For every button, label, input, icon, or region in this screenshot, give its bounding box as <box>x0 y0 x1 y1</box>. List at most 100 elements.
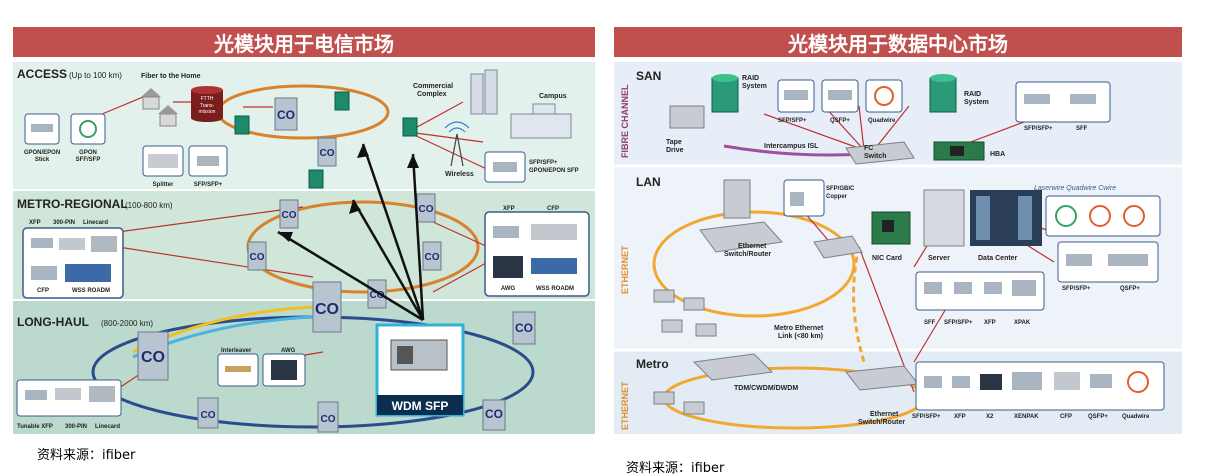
co-label: CO <box>277 108 295 122</box>
lan-server-tower <box>723 179 751 219</box>
metro-xfp-label: XFP <box>954 414 966 420</box>
datacenter-source: 资料来源：ifiber <box>626 461 725 476</box>
tape-label-1: Tape <box>666 139 682 146</box>
gpon-epon-stick-box <box>24 113 60 145</box>
fiber-home-label: Fiber to the Home <box>141 73 201 80</box>
co-label: CO <box>419 204 434 215</box>
san-right-sfp-label: SFP/SFP+ <box>1024 126 1053 132</box>
co-label: CO <box>250 252 265 263</box>
co-label: CO <box>320 148 335 159</box>
san-heading: SAN <box>636 69 661 83</box>
sfp-gbic-label-1: SFP/GBIC <box>826 186 855 192</box>
raid-right-label-2: System <box>964 99 989 106</box>
access-range: (Up to 100 km) <box>69 71 122 80</box>
fc-label-1: FC <box>864 145 873 152</box>
co-label: CO <box>141 349 165 366</box>
lan-xpak-label: XPAK <box>1014 320 1031 326</box>
lan-heading: LAN <box>636 175 661 189</box>
datacenter-banner: 光模块用于数据中心市场 <box>614 27 1182 57</box>
metro-wss-label: WSS ROADM <box>72 288 110 294</box>
access-sfp-label: SFP/SFP+ <box>194 182 223 188</box>
access-heading: ACCESS <box>17 67 67 81</box>
tape-label-2: Drive <box>666 147 684 154</box>
telecom-diagram: ACCESS (Up to 100 km) METRO-REGIONAL (10… <box>13 62 595 434</box>
san-quadwire-label: Quadwire <box>868 118 896 124</box>
metro-quadwire-label: Quadwire <box>1122 414 1150 420</box>
ftth-cylinder <box>191 86 223 122</box>
metro-right-modules-box <box>484 211 590 297</box>
lan-sff-label: SFF <box>924 320 936 326</box>
co-label: CO <box>515 321 533 335</box>
fc-label-2: Switch <box>864 153 887 160</box>
eth-switch-label-2: Switch/Router <box>724 251 771 258</box>
metro-heading: Metro <box>636 357 669 371</box>
wdm-arrowheads <box>278 144 419 242</box>
tape-drive <box>669 105 705 129</box>
longhaul-300pin-label: 300-PIN <box>65 424 87 430</box>
ftth-label-2: Trans- <box>200 103 215 109</box>
telecom-banner: 光模块用于电信市场 <box>13 27 595 57</box>
metro-right-awg-label: AWG <box>501 286 516 292</box>
gpon-epon-label-2: Stick <box>35 157 50 163</box>
sfp-gbic-box <box>783 179 825 217</box>
lan-side-label: ETHERNET <box>620 245 630 294</box>
san-side-label: FIBRE CHANNEL <box>620 84 630 158</box>
san-qsfp-label: QSFP+ <box>830 118 850 124</box>
campus-buildings <box>510 103 572 139</box>
metro-eth-label-2: Link (<80 km) <box>778 333 823 340</box>
wireless-tower-icon <box>444 121 470 167</box>
co-label: CO <box>370 290 385 301</box>
co-label: CO <box>485 407 503 421</box>
ftth-label-3: mission <box>199 109 216 115</box>
co-label: CO <box>321 414 336 425</box>
sfp-gpon-label-1: SFP/SFP+ <box>529 160 558 166</box>
eth-switch-metro-label-2: Switch/Router <box>858 419 905 426</box>
lan-workstations <box>653 289 717 337</box>
cable-modules-box <box>1045 195 1161 237</box>
lan-sfp-row-label: SFP/SFP+ <box>944 320 973 326</box>
metro-xenpak-label: XENPAK <box>1014 414 1039 420</box>
co-label: CO <box>282 210 297 221</box>
splitter-label: Splitter <box>153 182 174 188</box>
metro-x2-label: X2 <box>986 414 994 420</box>
raid-left-label-2: System <box>742 83 767 90</box>
interleaver-awg-box <box>217 353 306 387</box>
metro-cfp-label: CFP <box>37 288 49 294</box>
metro-workstations <box>653 391 705 415</box>
cable-brands-label: Laserwire Quadwire Cwire <box>1034 185 1116 192</box>
server-cabinet <box>923 189 965 247</box>
datacenter-label: Data Center <box>978 255 1018 262</box>
tunable-xfp-label: Tunable XFP <box>17 424 53 430</box>
co-label: CO <box>425 252 440 263</box>
metro-eth-label-1: Metro Ethernet <box>774 325 824 332</box>
wireless-label: Wireless <box>445 171 474 178</box>
ethernet-switch-lan <box>699 221 863 259</box>
san-right-modules <box>1015 81 1111 123</box>
nic-label: NIC Card <box>872 255 902 262</box>
san-sff-label: SFF <box>1076 126 1088 132</box>
san-module-boxes <box>777 79 903 113</box>
raid-system-right <box>929 74 957 113</box>
campus-label: Campus <box>539 93 567 100</box>
gpon-label-2: SFF/SFP <box>76 157 101 163</box>
raid-system-left <box>711 74 739 113</box>
splitter-box <box>142 145 184 177</box>
telecom-source: 资料来源：ifiber <box>37 448 136 463</box>
interleaver-label: Interleaver <box>221 348 252 354</box>
gpon-epon-label-1: GPON/EPON <box>24 150 60 156</box>
metro-xfp-label: XFP <box>29 220 41 226</box>
metro-linecard-label: Linecard <box>83 220 108 226</box>
intercampus-label: Intercampus ISL <box>764 143 819 150</box>
wdm-sfp-label: WDM SFP <box>392 399 449 413</box>
raid-left-label-1: RAID <box>742 75 759 82</box>
metro-switches <box>692 353 919 391</box>
commercial-label-2: Complex <box>417 91 447 98</box>
co-buildings <box>137 97 536 433</box>
hba-label: HBA <box>990 151 1005 158</box>
metro-right-xfp-label: XFP <box>503 206 515 212</box>
nic-card <box>871 211 911 245</box>
commercial-label-1: Commercial <box>413 83 453 90</box>
metro-range: (100-800 km) <box>125 201 173 210</box>
metro-qsfp-label: QSFP+ <box>1088 414 1108 420</box>
longhaul-heading: LONG-HAUL <box>17 315 89 329</box>
